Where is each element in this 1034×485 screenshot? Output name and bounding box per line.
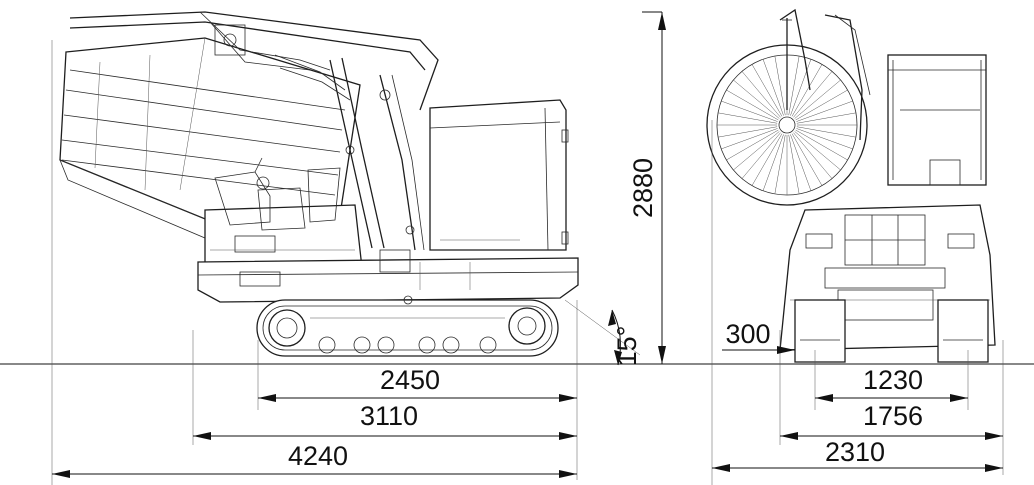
rotor-spoke [774, 134, 786, 194]
rotor-spoke [788, 56, 800, 116]
dim-machine-length-label: 3110 [360, 401, 418, 431]
rotor-spoke [751, 64, 783, 117]
rotor-spoke [762, 134, 784, 191]
rotor-spoke [795, 129, 848, 161]
dim-clearance-label: 300 [725, 319, 770, 349]
boom-arm [69, 11, 439, 251]
dim-overall-length-label: 4240 [288, 441, 348, 471]
rotor-spoke [774, 56, 786, 116]
rotor-spoke [726, 129, 779, 161]
rotor-spoke [794, 131, 841, 171]
rotor-spoke [796, 128, 853, 150]
engine-cover [429, 99, 569, 251]
rotor-spoke [718, 126, 778, 138]
dim-track-width-label: 1756 [863, 401, 923, 431]
cab-frame [887, 54, 987, 186]
rotor-spoke [790, 59, 812, 116]
crawler-track [256, 295, 559, 357]
dim-angle-label: 15° [612, 326, 642, 367]
rotor-spoke [741, 132, 781, 179]
rotor-spoke [726, 89, 779, 121]
front-boom [779, 8, 871, 141]
rotor-spoke [796, 126, 856, 138]
rotor-spoke [751, 133, 783, 186]
rotor-spoke [733, 131, 780, 171]
rotor-spoke [718, 112, 778, 124]
front-tracks [794, 299, 989, 363]
rotor-spoke [794, 79, 841, 119]
rotor-spoke [741, 71, 781, 118]
dim-overall-width-label: 2310 [825, 437, 885, 467]
rotor-spoke [721, 100, 778, 122]
rotor-spoke [795, 89, 848, 121]
dim-height-label: 2880 [628, 158, 658, 218]
front-view-machine [706, 8, 996, 363]
rotor-disc [706, 18, 868, 206]
rotor-spoke [791, 133, 823, 186]
dim-track-length-label: 2450 [380, 365, 440, 395]
rotor-spoke [796, 112, 856, 124]
dim-track-gauge-label: 1230 [863, 365, 923, 395]
rotor-spoke [733, 79, 780, 119]
dim-lines [52, 309, 1003, 478]
side-view-machine [59, 11, 579, 357]
rotor-spoke [790, 134, 812, 191]
rotor-spoke [796, 100, 853, 122]
rotor-spoke [793, 71, 833, 118]
dim-height [642, 11, 666, 364]
rotor-spoke [791, 64, 823, 117]
rotor-spoke [788, 134, 800, 194]
chassis [197, 249, 579, 303]
extension-lines [51, 40, 1004, 485]
rotor-spoke [793, 132, 833, 179]
rotor-spoke [762, 59, 784, 116]
rotor-spoke [721, 128, 778, 150]
